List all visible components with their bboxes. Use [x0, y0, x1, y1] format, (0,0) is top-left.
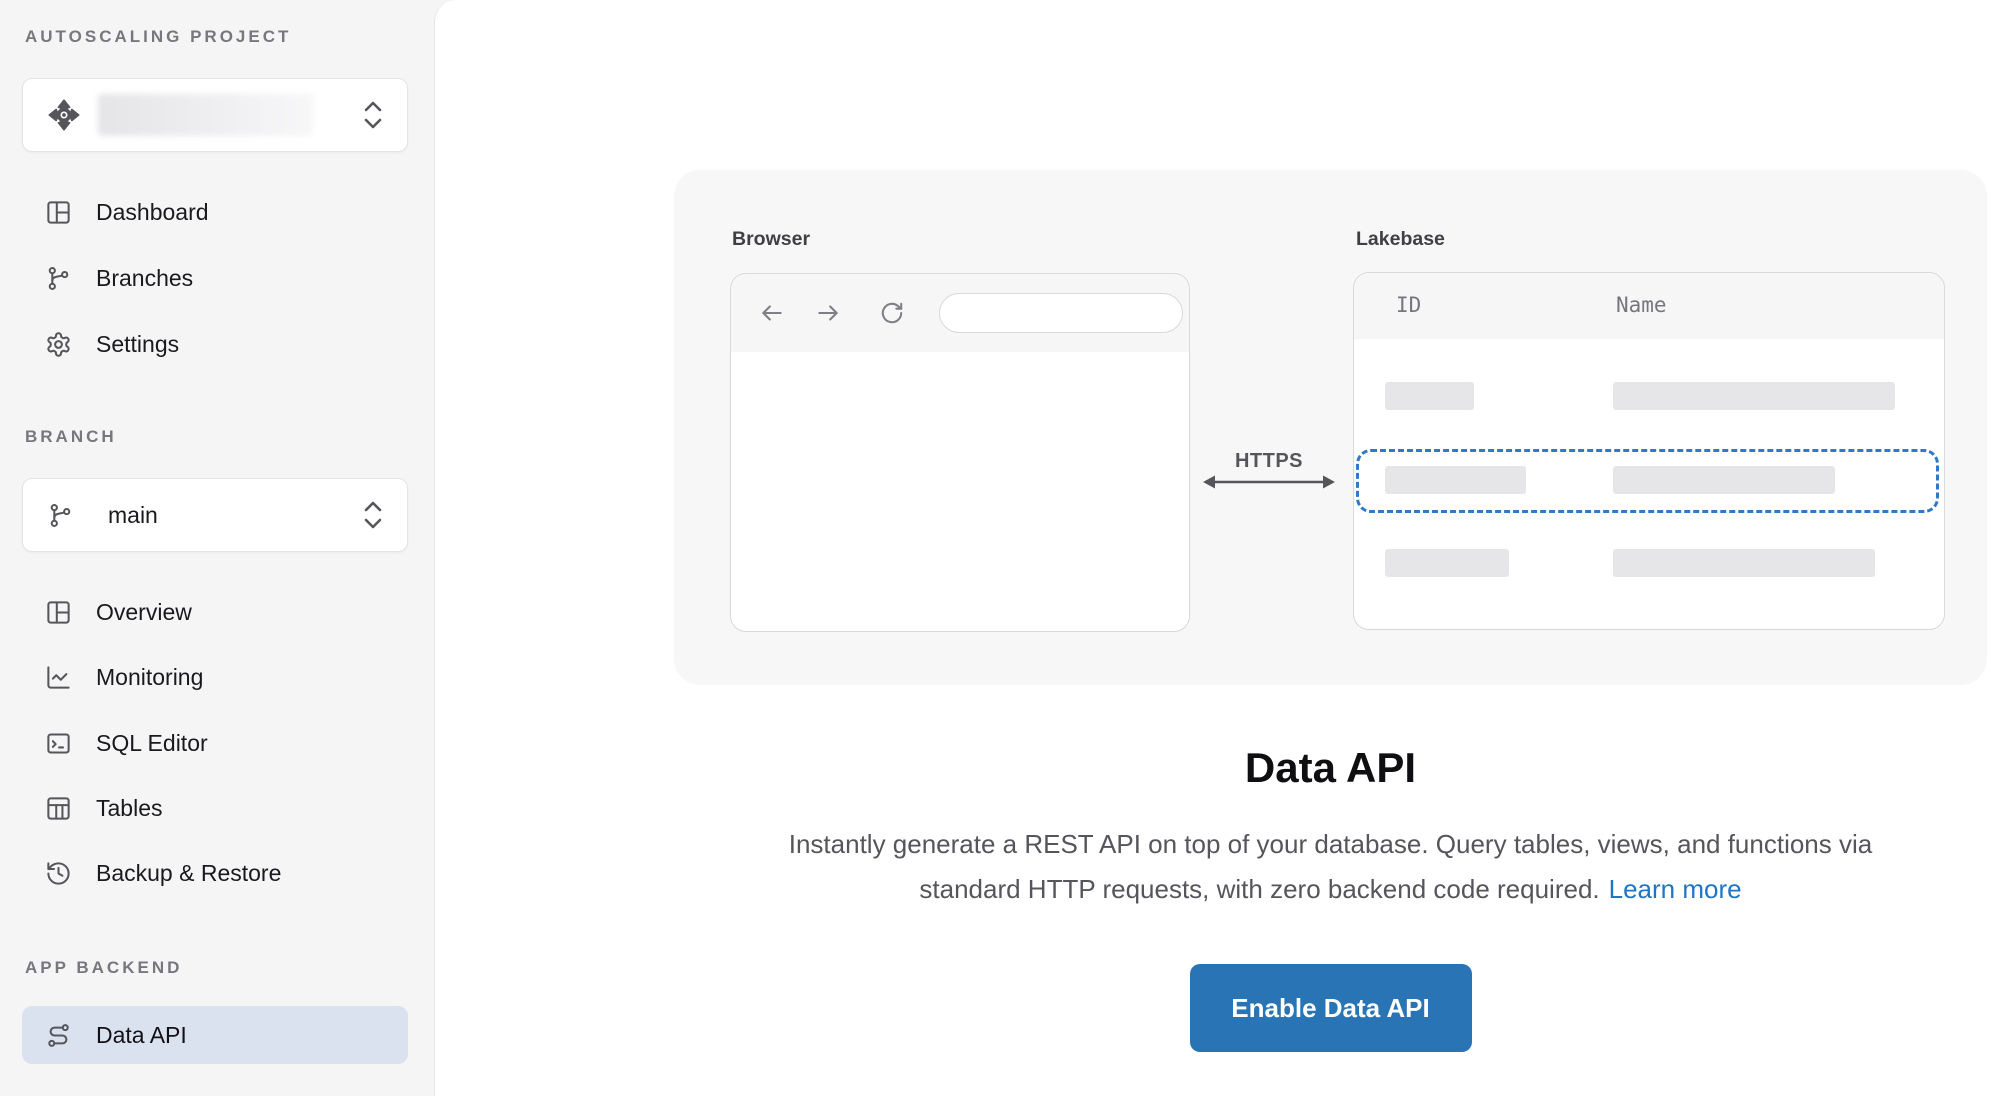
sidebar-item-branches[interactable]: Branches [0, 253, 434, 303]
table-icon [45, 795, 72, 822]
browser-label: Browser [732, 228, 811, 250]
sidebar-item-label: Tables [96, 794, 163, 821]
branch-icon [47, 502, 74, 529]
url-bar [939, 293, 1183, 333]
page-title: Data API [1244, 744, 1417, 791]
sidebar-item-label: Data API [96, 1021, 187, 1048]
highlighted-row-outline [1356, 449, 1939, 513]
browser-window-mockup [730, 273, 1190, 632]
placeholder-cell [1385, 466, 1526, 494]
sidebar-item-label: SQL Editor [96, 729, 208, 756]
column-header-name: Name [1616, 293, 1667, 317]
sidebar-item-data-api[interactable]: Data API [22, 1006, 408, 1064]
placeholder-cell [1613, 549, 1875, 577]
chevron-up-down-icon [361, 496, 385, 534]
back-arrow-icon [759, 300, 785, 326]
sidebar-item-dashboard[interactable]: Dashboard [0, 187, 434, 237]
section-label-branch: BRANCH [25, 427, 117, 446]
route-icon [45, 1022, 72, 1049]
branch-selector[interactable]: main [22, 478, 408, 552]
learn-more-link[interactable]: Learn more [1608, 874, 1742, 904]
branch-icon [45, 265, 72, 292]
sidebar-item-label: Backup & Restore [96, 859, 282, 886]
sidebar-item-overview[interactable]: Overview [0, 587, 434, 637]
branch-selector-value: main [108, 501, 158, 528]
overview-icon [45, 599, 72, 626]
placeholder-cell [1613, 466, 1835, 494]
lakebase-table-mockup: ID Name [1353, 272, 1945, 630]
placeholder-cell [1385, 549, 1509, 577]
project-icon [47, 98, 81, 132]
page-description: Instantly generate a REST API on top of … [574, 822, 2000, 912]
table-header: ID Name [1354, 273, 1944, 339]
sidebar-item-backup-restore[interactable]: Backup & Restore [0, 848, 434, 898]
bidirectional-arrow-icon [1203, 475, 1335, 489]
sidebar-item-label: Settings [96, 330, 180, 357]
sidebar-item-sql-editor[interactable]: SQL Editor [0, 718, 434, 768]
browser-toolbar [731, 274, 1189, 352]
column-header-id: ID [1396, 293, 1422, 317]
chart-line-icon [45, 664, 72, 691]
https-label: HTTPS [1234, 450, 1304, 472]
dashboard-icon [45, 199, 72, 226]
sidebar-item-settings[interactable]: Settings [0, 319, 434, 369]
section-label-app-backend: APP BACKEND [25, 958, 183, 977]
lakebase-label: Lakebase [1356, 228, 1445, 250]
sidebar: AUTOSCALING PROJECT [0, 0, 434, 1096]
section-label-autoscaling-project: AUTOSCALING PROJECT [25, 27, 292, 46]
forward-arrow-icon [815, 300, 841, 326]
sidebar-item-label: Branches [96, 264, 194, 291]
description-line-1: Instantly generate a REST API on top of … [788, 829, 1873, 859]
button-row: Enable Data API [674, 964, 1987, 1052]
placeholder-cell [1385, 382, 1474, 410]
sidebar-item-label: Overview [96, 598, 192, 625]
history-clock-icon [45, 860, 72, 887]
main-content: Browser [434, 0, 2000, 1096]
placeholder-cell [1613, 382, 1895, 410]
sidebar-item-label: Monitoring [96, 663, 204, 690]
enable-data-api-button[interactable]: Enable Data API [1189, 964, 1472, 1052]
gear-icon [45, 331, 72, 358]
refresh-icon [879, 300, 905, 326]
project-name-redacted [98, 94, 313, 136]
description-line-2: standard HTTP requests, with zero backen… [919, 874, 1600, 904]
project-selector[interactable] [22, 78, 408, 152]
data-api-illustration: Browser [674, 170, 1987, 685]
sidebar-item-label: Dashboard [96, 198, 209, 225]
sidebar-item-tables[interactable]: Tables [0, 783, 434, 833]
sidebar-item-monitoring[interactable]: Monitoring [0, 652, 434, 702]
chevron-up-down-icon [361, 96, 385, 134]
terminal-icon [45, 730, 72, 757]
